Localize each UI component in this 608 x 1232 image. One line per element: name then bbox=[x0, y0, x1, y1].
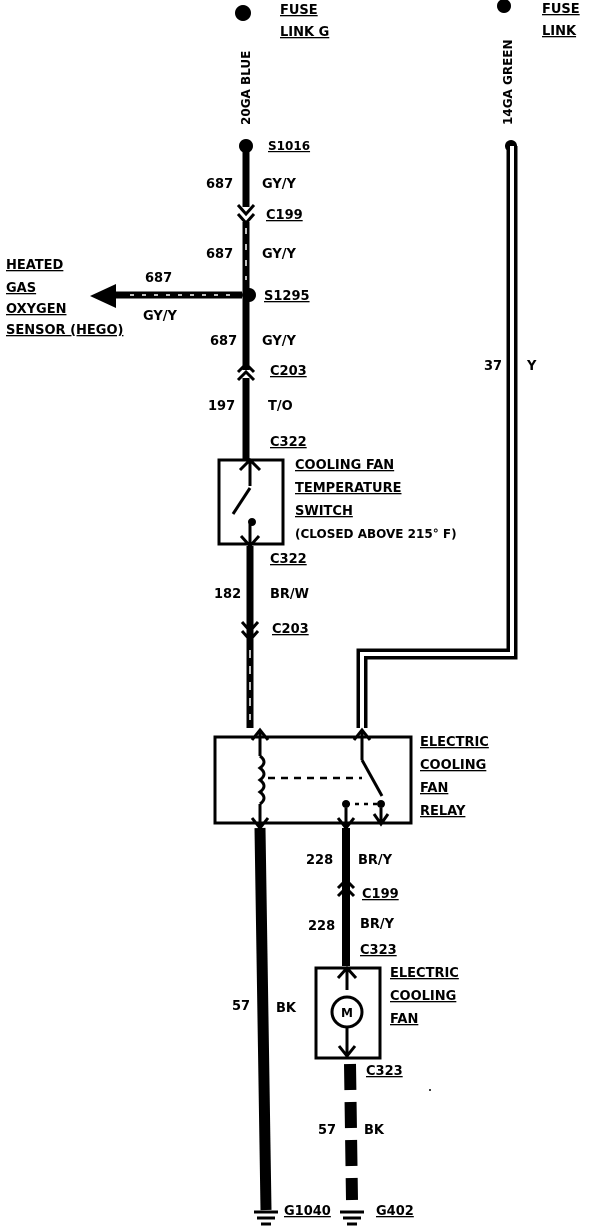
connector-c203-bottom-label: C203 bbox=[272, 622, 309, 637]
wire-57-right bbox=[344, 1063, 358, 1201]
relay-switch-blade bbox=[360, 759, 384, 797]
relay-contact-right bbox=[377, 800, 385, 808]
wire-57-b-number: 57 bbox=[318, 1123, 336, 1138]
fan-label-3: FAN bbox=[390, 1012, 418, 1027]
splice-s1016-label: S1016 bbox=[268, 139, 310, 153]
connector-c203-bottom-shape bbox=[240, 621, 260, 643]
connector-c199-bottom-label: C199 bbox=[362, 887, 399, 902]
fan-top-pin bbox=[336, 965, 358, 990]
relay-label-3: FAN bbox=[420, 781, 448, 796]
fuse-link-terminal bbox=[497, 0, 511, 13]
hego-label-3: OXYGEN bbox=[6, 302, 66, 317]
relay-coil-icon bbox=[257, 754, 266, 806]
wire-687-c-color: GY/Y bbox=[143, 309, 178, 324]
wire-687-d-number: 687 bbox=[210, 334, 237, 349]
relay-right-bottom-pin bbox=[372, 808, 390, 827]
connector-c199-top-shape bbox=[236, 204, 256, 226]
wire-687-a-number: 687 bbox=[206, 177, 233, 192]
wire-687-d-color: GY/Y bbox=[262, 334, 297, 349]
relay-left-top-pin bbox=[250, 727, 270, 756]
wire-182-color: BR/W bbox=[270, 587, 309, 602]
wire-687-b-color: GY/Y bbox=[262, 247, 297, 262]
wire-687-b-number: 687 bbox=[206, 247, 233, 262]
ground-g402-icon bbox=[340, 1210, 364, 1226]
hego-label-1: HEATED bbox=[6, 258, 64, 273]
fuse-right-wire-label: 14GA GREEN bbox=[501, 39, 515, 125]
wire-228-b-color: BR/Y bbox=[360, 917, 395, 932]
wire-687-a-color: GY/Y bbox=[262, 177, 297, 192]
temp-switch-label-1: COOLING FAN bbox=[295, 458, 394, 473]
fuse-left-label-2: LINK G bbox=[280, 25, 329, 40]
wire-37-color: Y bbox=[526, 359, 537, 374]
hego-label-4: SENSOR (HEGO) bbox=[6, 323, 123, 338]
wire-197-number: 197 bbox=[208, 399, 235, 414]
connector-c199-bottom-shape bbox=[336, 877, 356, 898]
splice-s1016-dot bbox=[239, 139, 253, 153]
connector-c322-top-label: C322 bbox=[270, 435, 307, 450]
temp-switch-label-4: (CLOSED ABOVE 215° F) bbox=[295, 527, 457, 541]
wire-228-a-color: BR/Y bbox=[358, 853, 393, 868]
wire-182-number: 182 bbox=[214, 587, 241, 602]
connector-c199-top-label: C199 bbox=[266, 208, 303, 223]
connector-c323-top-label: C323 bbox=[360, 943, 397, 958]
wire-37-core bbox=[360, 146, 514, 728]
fuse-left-wire-label: 20GA BLUE bbox=[239, 51, 253, 125]
wire-37-number: 37 bbox=[484, 359, 502, 374]
fuse-left-label-1: FUSE bbox=[280, 3, 318, 18]
wire-57-b-color: BK bbox=[364, 1123, 385, 1138]
fan-label-2: COOLING bbox=[390, 989, 456, 1004]
temp-switch-label-2: TEMPERATURE bbox=[295, 481, 401, 496]
connector-c322-bottom-label: C322 bbox=[270, 552, 307, 567]
connector-c203-top-label: C203 bbox=[270, 364, 307, 379]
fuse-right-label-1: FUSE bbox=[542, 2, 580, 17]
temp-switch-blade bbox=[231, 487, 252, 515]
relay-contact-left bbox=[342, 800, 350, 808]
wire-57-left bbox=[254, 827, 272, 1211]
wire-687-c-number: 687 bbox=[145, 271, 172, 286]
wire-197-color: T/O bbox=[268, 399, 293, 414]
relay-box bbox=[213, 735, 413, 825]
connector-c323-bottom-label: C323 bbox=[366, 1064, 403, 1079]
wire-57-a-number: 57 bbox=[232, 999, 250, 1014]
relay-label-1: ELECTRIC bbox=[420, 735, 489, 750]
temp-switch-label-3: SWITCH bbox=[295, 504, 353, 519]
fan-motor-label: M bbox=[341, 1006, 353, 1020]
ground-g1040-label: G1040 bbox=[284, 1204, 331, 1219]
relay-fan-pin bbox=[336, 808, 356, 831]
temp-switch-top-pin bbox=[238, 457, 262, 486]
fuse-right-label-2: LINK bbox=[542, 24, 577, 39]
fan-bottom-pin bbox=[337, 1027, 357, 1059]
fan-label-1: ELECTRIC bbox=[390, 966, 459, 981]
wire-37 bbox=[356, 146, 518, 728]
hego-label-2: GAS bbox=[6, 281, 36, 296]
wire-228-a-number: 228 bbox=[306, 853, 333, 868]
connector-c203-top-shape bbox=[236, 361, 256, 382]
relay-right-top-pin bbox=[352, 727, 372, 760]
splice-s1295-dot bbox=[242, 288, 256, 302]
stray-mark bbox=[429, 1089, 431, 1091]
relay-label-2: COOLING bbox=[420, 758, 486, 773]
wire-57-a-color: BK bbox=[276, 1001, 297, 1016]
ground-g1040-icon bbox=[254, 1210, 278, 1226]
fuse-link-g-terminal bbox=[235, 5, 251, 21]
relay-label-4: RELAY bbox=[420, 804, 466, 819]
splice-s1295-label: S1295 bbox=[264, 289, 310, 304]
wire-228-b-number: 228 bbox=[308, 919, 335, 934]
ground-g402-label: G402 bbox=[376, 1204, 414, 1219]
hego-arrow-icon bbox=[90, 284, 116, 308]
